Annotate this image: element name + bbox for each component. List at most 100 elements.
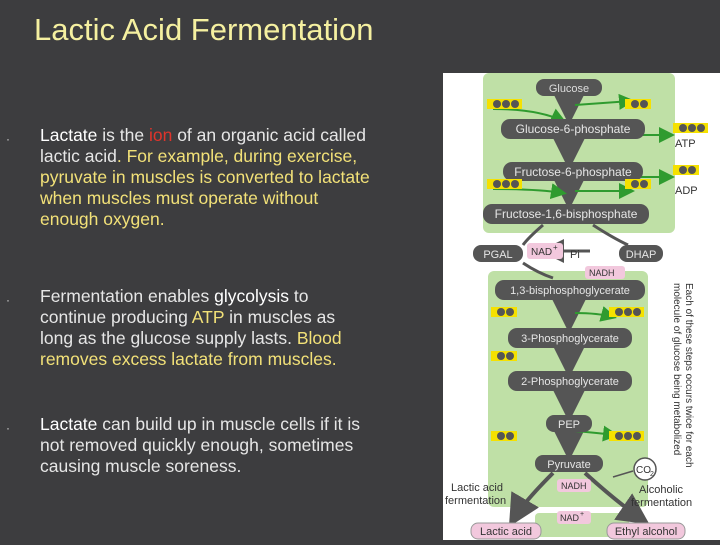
- svg-text:2: 2: [650, 471, 654, 478]
- phosphate-circle: [615, 308, 623, 316]
- lactic-acid-node: Lactic acid: [470, 522, 542, 540]
- phosphate-circle: [697, 124, 705, 132]
- pi-label: Pi: [570, 249, 580, 261]
- phosphate-circle: [679, 166, 687, 174]
- arrow: [508, 471, 555, 527]
- phosphate-circle: [497, 432, 505, 440]
- svg-text:NADH: NADH: [561, 481, 587, 491]
- bullet-line: lactic acid. For example, during exercis…: [40, 146, 425, 167]
- pep-node: PEP: [546, 415, 592, 432]
- phosphate-circle: [615, 432, 623, 440]
- bullet-segment: ion: [148, 125, 173, 145]
- phosphate-circle: [502, 180, 510, 188]
- atp-label: ATP: [675, 138, 696, 150]
- bullet-segment: removes excess lactate from muscles.: [40, 349, 337, 369]
- bullet-segment: of an organic acid called: [172, 125, 366, 145]
- bullet-segment: is the: [97, 125, 149, 145]
- pyruvate-node: Pyruvate: [535, 455, 603, 472]
- side-note: Each of these steps occurs twice for eac…: [671, 283, 694, 468]
- ethyl-alcohol-node: Ethyl alcohol: [606, 522, 686, 540]
- co2-label: CO 2: [633, 457, 657, 481]
- bullet-marker: ·: [6, 293, 10, 307]
- slide-title: Lactic Acid Fermentation: [34, 12, 374, 47]
- phosphate-circle: [493, 100, 501, 108]
- arrow: [592, 223, 629, 247]
- nad-plus-label: NAD +: [527, 243, 563, 259]
- svg-text:Fructose-1,6-bisphosphate: Fructose-1,6-bisphosphate: [495, 207, 638, 221]
- nad-plus-label-2: NAD +: [557, 511, 591, 524]
- lactic-fermentation-label: Lactic acid: [451, 482, 503, 494]
- nadh-label-2: NADH: [557, 479, 591, 492]
- bullet-marker: ·: [6, 421, 10, 435]
- alcoholic-fermentation-label: Alcoholic: [639, 484, 684, 496]
- svg-text:DHAP: DHAP: [626, 249, 657, 261]
- bullet-marker: ·: [6, 132, 10, 146]
- bullet-line: long as the glucose supply lasts. Blood: [40, 328, 425, 349]
- phosphate-circle: [688, 124, 696, 132]
- lactic-fermentation-label: fermentation: [445, 495, 506, 507]
- svg-text:3-Phosphoglycerate: 3-Phosphoglycerate: [521, 333, 619, 345]
- arrow: [583, 471, 650, 525]
- bullet-segment: continue producing: [40, 307, 192, 327]
- svg-text:+: +: [553, 243, 558, 252]
- svg-text:Pyruvate: Pyruvate: [547, 459, 590, 471]
- phosphate-circle: [624, 308, 632, 316]
- bullet-segment: Fermentation enables: [40, 286, 215, 306]
- bullet-line: not removed quickly enough, sometimes: [40, 435, 425, 456]
- pgal-node: PGAL: [473, 245, 523, 262]
- svg-text:Each of these steps occurs twi: Each of these steps occurs twice for eac…: [683, 283, 694, 468]
- phosphate-circle: [631, 100, 639, 108]
- svg-text:NADH: NADH: [589, 268, 615, 278]
- phosphate-circle: [631, 180, 639, 188]
- phosphate-circle: [506, 352, 514, 360]
- glucose-node: Glucose: [536, 79, 602, 96]
- phosphate-circle: [506, 432, 514, 440]
- svg-text:PGAL: PGAL: [483, 249, 512, 261]
- bullet-segment: enough oxygen.: [40, 209, 165, 229]
- bullet-text: Lactate can build up in muscle cells if …: [40, 414, 425, 477]
- bullet-line: removes excess lactate from muscles.: [40, 349, 425, 370]
- svg-text:NAD: NAD: [560, 513, 580, 523]
- phosphate-groups: [487, 99, 708, 441]
- phosphate-circle: [502, 100, 510, 108]
- phosphate-circle: [493, 180, 501, 188]
- phosphate-circle: [497, 308, 505, 316]
- nadh-label: NADH: [585, 266, 625, 279]
- phosphate-circle: [511, 100, 519, 108]
- phosphate-circle: [640, 180, 648, 188]
- bullet-segment: . For example, during exercise,: [116, 146, 358, 166]
- svg-text:Glucose-6-phosphate: Glucose-6-phosphate: [516, 122, 631, 136]
- bullet-segment: causing muscle soreness.: [40, 456, 242, 476]
- bullet-segment: Blood: [296, 328, 342, 348]
- bullet-line: pyruvate in muscles is converted to lact…: [40, 167, 425, 188]
- glycolysis-diagram: Glucose Glucose-6-phosphate Fructose-6-p…: [443, 73, 720, 540]
- phosphate-circle: [688, 166, 696, 174]
- bullet-segment: Lactate: [40, 125, 98, 145]
- svg-text:+: +: [580, 511, 584, 518]
- svg-text:molecule of glucose being meta: molecule of glucose being metabolized: [671, 283, 682, 455]
- arrow: [522, 261, 554, 280]
- bullet-segment: when muscles must operate without: [40, 188, 319, 208]
- phosphate-circle: [497, 352, 505, 360]
- 2-phosphoglycerate-node: 2-Phosphoglycerate: [508, 371, 632, 391]
- svg-text:2-Phosphoglycerate: 2-Phosphoglycerate: [521, 376, 619, 388]
- alcoholic-fermentation-label: fermentation: [631, 497, 692, 509]
- bullet-text: Lactate is the ion of an organic acid ca…: [40, 125, 425, 230]
- phosphate-circle: [511, 180, 519, 188]
- phosphate-circle: [633, 432, 641, 440]
- fructose-bisphosphate-node: Fructose-1,6-bisphosphate: [483, 204, 649, 224]
- bullet-segment: ATP: [191, 307, 225, 327]
- bullet-line: enough oxygen.: [40, 209, 425, 230]
- phosphate-circle: [633, 308, 641, 316]
- phosphate-circle: [506, 308, 514, 316]
- arrow: [612, 470, 634, 478]
- phosphate-circle: [640, 100, 648, 108]
- arrow: [492, 183, 567, 200]
- arrow: [521, 223, 544, 246]
- bullet-line: Lactate can build up in muscle cells if …: [40, 414, 425, 435]
- bullet-line: Fermentation enables glycolysis to: [40, 286, 425, 307]
- adp-label: ADP: [675, 185, 698, 197]
- dhap-node: DHAP: [619, 245, 663, 262]
- phosphate-circle: [624, 432, 632, 440]
